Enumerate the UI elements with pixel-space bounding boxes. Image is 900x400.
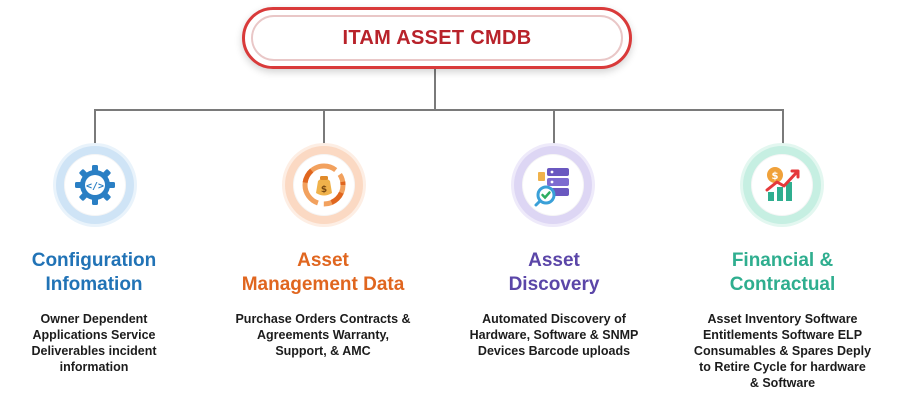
column-title: Asset Management Data [209, 249, 437, 297]
title-line-2: Infomation [45, 274, 143, 295]
root-node: ITAM ASSET CMDB [242, 7, 632, 69]
desc-line: & Software [749, 376, 816, 390]
asset-mgmt-icon-circle: $ [285, 146, 363, 224]
connector-drop-4 [782, 109, 784, 151]
desc-line: Support, & AMC [275, 344, 371, 358]
column-financial: Financial & Contractual Asset Inventory … [670, 249, 895, 391]
title-line-1: Configuration [31, 250, 157, 271]
root-node-inner: ITAM ASSET CMDB [251, 15, 623, 61]
root-title: ITAM ASSET CMDB [342, 26, 532, 49]
connector-drop-3 [553, 109, 555, 151]
desc-line: Applications Service [32, 328, 156, 342]
column-title: Financial & Contractual [670, 249, 895, 297]
desc-line: Consumables & Spares Deply [693, 344, 872, 358]
svg-text:</>: </> [86, 181, 104, 192]
column-description: Automated Discovery of Hardware, Softwar… [449, 311, 659, 359]
growth-chart-icon: $ [765, 167, 800, 201]
desc-line: Agreements Warranty, [257, 328, 389, 342]
column-asset-management: Asset Management Data Purchase Orders Co… [209, 249, 437, 359]
money-bag-icon: $ [302, 163, 346, 207]
desc-line: Entitlements Software ELP [702, 328, 863, 342]
title-line-1: Asset [297, 250, 349, 271]
connector-bar [94, 109, 784, 111]
desc-line: information [59, 360, 129, 374]
connector-drop-1 [94, 109, 96, 151]
desc-line: Deliverables incident [31, 344, 157, 358]
column-title: Asset Discovery [449, 249, 659, 297]
title-line-1: Asset [528, 250, 580, 271]
svg-text:$: $ [321, 185, 327, 195]
discovery-icon-circle [514, 146, 592, 224]
desc-line: to Retire Cycle for hardware [699, 360, 866, 374]
desc-line: Automated Discovery of [482, 312, 626, 326]
title-line-1: Financial & [731, 250, 834, 271]
desc-line: Hardware, Software & SNMP [469, 328, 639, 342]
connector-drop-2 [323, 109, 325, 151]
connector-stem [434, 66, 436, 110]
title-line-2: Management Data [241, 274, 405, 295]
desc-line: Devices Barcode uploads [477, 344, 631, 358]
gear-code-icon: </> [75, 165, 115, 205]
column-description: Asset Inventory Software Entitlements So… [670, 311, 895, 391]
desc-line: Owner Dependent [40, 312, 148, 326]
title-line-2: Discovery [508, 274, 600, 295]
column-title: Configuration Infomation [4, 249, 184, 297]
svg-text:$: $ [772, 171, 779, 182]
desc-line: Asset Inventory Software [707, 312, 858, 326]
server-discovery-icon [534, 168, 569, 207]
column-configuration: Configuration Infomation Owner Dependent… [4, 249, 184, 375]
desc-line: Purchase Orders Contracts & [235, 312, 411, 326]
column-description: Owner Dependent Applications Service Del… [4, 311, 184, 375]
config-icon-circle: </> [56, 146, 134, 224]
column-asset-discovery: Asset Discovery Automated Discovery of H… [449, 249, 659, 359]
column-description: Purchase Orders Contracts & Agreements W… [209, 311, 437, 359]
title-line-2: Contractual [729, 274, 836, 295]
financial-icon-circle: $ [743, 146, 821, 224]
